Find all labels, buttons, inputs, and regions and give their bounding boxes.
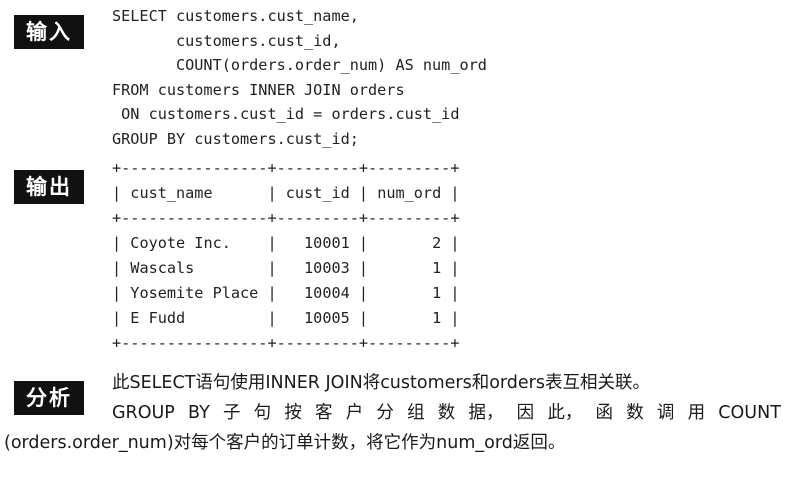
table-header-row: | cust_name | cust_id | num_ord | xyxy=(112,184,460,202)
code-line: ON customers.cust_id = orders.cust_id xyxy=(112,105,460,123)
cell-cust-name: Wascals xyxy=(130,259,259,277)
analysis-word: 按 xyxy=(284,403,302,423)
cell-num-ord: 1 xyxy=(377,309,442,327)
analysis-line-2: GROUP BY 子 句 按 客 户 分 组 数 据， 因 此， 函 数 调 用… xyxy=(0,398,789,428)
table-border-mid: +----------------+---------+---------+ xyxy=(112,209,460,227)
analysis-word: GROUP xyxy=(112,403,175,423)
code-line: COUNT(orders.order_num) AS num_ord xyxy=(112,56,487,74)
analysis-word: 客 xyxy=(315,403,333,423)
analysis-word: 据， xyxy=(468,403,504,423)
table-row: | Yosemite Place | 10004 | 1 | xyxy=(112,284,460,302)
column-header: cust_name xyxy=(130,184,259,202)
cell-num-ord: 1 xyxy=(377,259,442,277)
table-border-bottom: +----------------+---------+---------+ xyxy=(112,334,460,352)
table-row: | E Fudd | 10005 | 1 | xyxy=(112,309,460,327)
analysis-word: BY xyxy=(188,403,210,423)
analysis-word: 数 xyxy=(626,403,644,423)
input-label: 输入 xyxy=(14,15,84,49)
cell-cust-id: 10004 xyxy=(285,284,350,302)
analysis-word: 分 xyxy=(376,403,394,423)
analysis-line-3: (orders.order_num)对每个客户的订单计数，将它作为num_ord… xyxy=(4,433,566,453)
analysis-word: COUNT xyxy=(718,403,781,423)
table-row: | Coyote Inc. | 10001 | 2 | xyxy=(112,234,460,252)
sql-code-block: SELECT customers.cust_name, customers.cu… xyxy=(112,4,487,151)
analysis-word: 调 xyxy=(656,403,675,423)
column-header: num_ord xyxy=(377,184,442,202)
analysis-word: 此， xyxy=(547,403,583,423)
result-table: +----------------+---------+---------+ | … xyxy=(112,156,460,356)
analysis-word: 组 xyxy=(407,403,425,423)
table-border-top: +----------------+---------+---------+ xyxy=(112,159,460,177)
analysis-text: 此SELECT语句使用INNER JOIN将customers和orders表互… xyxy=(0,368,789,458)
cell-cust-name: E Fudd xyxy=(130,309,259,327)
code-line: GROUP BY customers.cust_id; xyxy=(112,129,359,148)
analysis-word: 因 xyxy=(516,403,535,423)
analysis-word: 户 xyxy=(345,403,364,423)
column-header: cust_id xyxy=(285,184,350,202)
cell-cust-id: 10005 xyxy=(285,309,350,327)
cell-cust-id: 10003 xyxy=(285,259,350,277)
cell-num-ord: 2 xyxy=(377,234,442,252)
analysis-word: 句 xyxy=(253,403,272,423)
analysis-word: 用 xyxy=(687,403,706,423)
cell-cust-id: 10001 xyxy=(285,234,350,252)
analysis-word: 函 xyxy=(595,403,614,423)
output-label: 输出 xyxy=(14,170,84,204)
code-line: customers.cust_id, xyxy=(112,31,341,50)
code-line: SELECT customers.cust_name, xyxy=(112,7,359,25)
cell-cust-name: Coyote Inc. xyxy=(130,234,259,252)
code-line: FROM customers INNER JOIN orders xyxy=(112,80,405,99)
analysis-word: 数 xyxy=(437,403,456,423)
analysis-label: 分析 xyxy=(14,381,84,415)
table-row: | Wascals | 10003 | 1 | xyxy=(112,259,460,277)
analysis-word: 子 xyxy=(222,403,241,423)
analysis-line-1: 此SELECT语句使用INNER JOIN将customers和orders表互… xyxy=(112,373,650,393)
cell-cust-name: Yosemite Place xyxy=(130,284,259,302)
cell-num-ord: 1 xyxy=(377,284,442,302)
